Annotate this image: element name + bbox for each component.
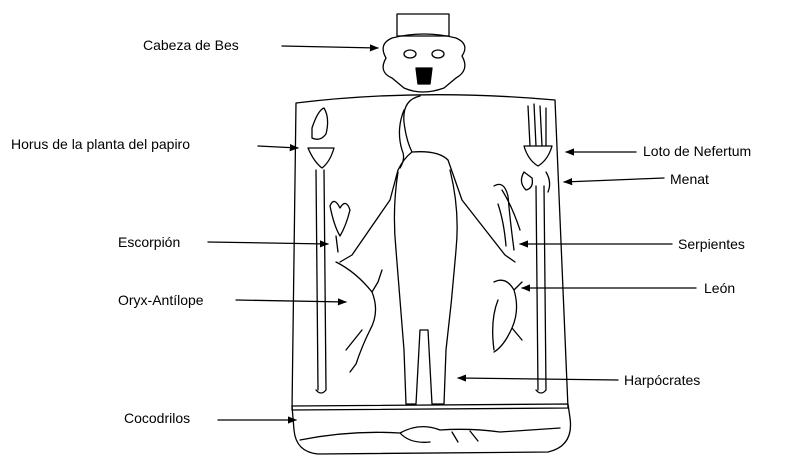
pointer-horus (258, 146, 298, 148)
bes-eye-right (432, 50, 444, 58)
right-staff (536, 186, 546, 393)
serpents-figure (494, 184, 520, 250)
label-loto: Loto de Nefertum (643, 143, 751, 159)
pointer-oryx (236, 300, 346, 302)
pointer-menat (564, 178, 664, 182)
scorpion-figure (330, 201, 350, 252)
label-oryx: Oryx-Antílope (118, 292, 204, 308)
bes-headdress (397, 14, 449, 36)
lion-figure (493, 280, 522, 352)
label-serpientes: Serpientes (678, 236, 745, 252)
label-cocodrilos: Cocodrilos (124, 410, 190, 426)
left-staff (316, 170, 326, 393)
label-horus-papiro: Horus de la planta del papiro (11, 136, 190, 152)
papyrus-flower (308, 148, 334, 168)
pointer-escorpion (208, 242, 328, 244)
bes-tongue (416, 68, 432, 84)
lotus-flower (524, 146, 552, 166)
bes-eye-left (404, 50, 416, 58)
lotus-plumes (528, 104, 546, 146)
label-harpocrates: Harpócrates (624, 372, 700, 388)
stela-base (292, 404, 571, 454)
horus-falcon (312, 108, 328, 139)
pointer-cabeza-bes (282, 46, 378, 48)
label-menat: Menat (670, 171, 709, 187)
label-leon: León (704, 280, 735, 296)
label-escorpion: Escorpión (118, 234, 180, 250)
crocodile-figure (300, 427, 560, 443)
oryx-figure (336, 262, 382, 372)
harpocrates-figure (340, 96, 515, 404)
label-cabeza-bes: Cabeza de Bes (143, 37, 239, 53)
